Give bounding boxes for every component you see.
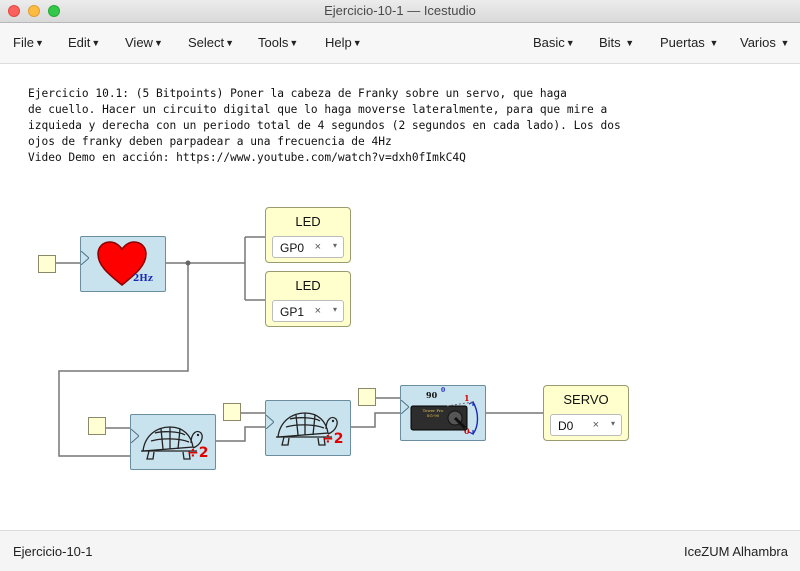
title-bar: Ejercicio-10-1 — Icestudio — [0, 0, 800, 23]
clear-icon[interactable]: × — [314, 241, 321, 253]
caret-down-icon: ▼ — [34, 38, 44, 48]
pin-select[interactable]: D0 × ▾ — [550, 414, 622, 436]
pin-select-value: D0 — [558, 419, 574, 433]
servo-chip-label: Tower Pro SG-90 — [422, 408, 444, 418]
caret-down-icon: ▼ — [153, 38, 163, 48]
info-line: Video Demo en acción: https://www.youtub… — [28, 151, 466, 164]
menu-varios[interactable]: Varios ▼ — [740, 35, 789, 50]
menu-tools-label: Tools — [258, 35, 289, 50]
caret-down-icon: ▼ — [289, 38, 299, 48]
menu-basic-label: Basic — [533, 35, 565, 50]
turtle-icon — [141, 426, 203, 460]
menu-puertas[interactable]: Puertas ▼ — [660, 35, 718, 50]
menu-help-label: Help — [325, 35, 352, 50]
menu-bits[interactable]: Bits ▼ — [599, 35, 634, 50]
chevron-down-icon[interactable]: ▾ — [332, 305, 337, 314]
chevron-down-icon[interactable]: ▾ — [332, 241, 337, 250]
servo-output-block[interactable]: SERVO D0 × ▾ — [543, 385, 629, 441]
turtle-divider-block[interactable]: ÷2 — [265, 400, 351, 456]
pin-select[interactable]: GP1 × ▾ — [272, 300, 344, 322]
clear-icon[interactable]: × — [592, 419, 599, 431]
led-output-title: LED — [295, 214, 321, 229]
menu-bits-label: Bits — [599, 35, 621, 50]
clock-port-icon — [81, 251, 89, 265]
clock-port-icon — [131, 429, 139, 443]
menu-varios-label: Varios — [740, 35, 776, 50]
chevron-down-icon[interactable]: ▾ — [610, 419, 615, 428]
menu-view-label: View — [125, 35, 153, 50]
input-port[interactable] — [88, 417, 106, 435]
menu-tools[interactable]: Tools▼ — [258, 35, 298, 50]
menu-help[interactable]: Help▼ — [325, 35, 362, 50]
info-text-block[interactable]: Ejercicio 10.1: (5 Bitpoints) Poner la c… — [28, 86, 768, 166]
divider-label: ÷2 — [187, 445, 209, 461]
window-title: Ejercicio-10-1 — Icestudio — [324, 3, 476, 18]
menu-select-label: Select — [188, 35, 225, 50]
status-bar: Ejercicio-10-1 IceZUM Alhambra — [0, 530, 800, 571]
servo-degree-label: 0 — [441, 387, 446, 394]
input-port[interactable] — [38, 255, 56, 273]
minimize-window-button[interactable] — [28, 5, 40, 17]
wire-heart-to-turtle1 — [58, 263, 189, 457]
caret-down-icon: ▼ — [709, 38, 719, 48]
input-port[interactable] — [358, 388, 376, 406]
caret-down-icon: ▼ — [780, 38, 790, 48]
info-line: Ejercicio 10.1: (5 Bitpoints) Poner la c… — [28, 87, 567, 100]
menu-edit[interactable]: Edit▼ — [68, 35, 100, 50]
divider-label: ÷2 — [322, 431, 344, 447]
caret-down-icon: ▼ — [625, 38, 635, 48]
maximize-window-button[interactable] — [48, 5, 60, 17]
menu-file-label: File — [13, 35, 34, 50]
input-port[interactable] — [223, 403, 241, 421]
pin-select[interactable]: GP0 × ▾ — [272, 236, 344, 258]
led-output-block[interactable]: LED GP1 × ▾ — [265, 271, 351, 327]
menu-bar: File▼ Edit▼ View▼ Select▼ Tools▼ Help▼ B… — [0, 23, 800, 64]
menu-select[interactable]: Select▼ — [188, 35, 234, 50]
heart-prescaler-block[interactable]: 2Hz — [80, 236, 166, 292]
close-window-button[interactable] — [8, 5, 20, 17]
clear-icon[interactable]: × — [314, 305, 321, 317]
servo-upper-label: 1 — [464, 393, 470, 403]
turtle-divider-block[interactable]: ÷2 — [130, 414, 216, 470]
wire-layer — [56, 236, 544, 457]
menu-basic[interactable]: Basic▼ — [533, 35, 575, 50]
heart-icon — [97, 241, 147, 286]
caret-down-icon: ▼ — [565, 38, 575, 48]
clock-port-icon — [266, 415, 274, 429]
led-output-block[interactable]: LED GP0 × ▾ — [265, 207, 351, 263]
caret-down-icon: ▼ — [352, 38, 362, 48]
caret-down-icon: ▼ — [225, 38, 235, 48]
wire-turtle1-to-turtle2 — [215, 426, 266, 442]
servo-lower-label: 0 — [464, 426, 470, 436]
caret-down-icon: ▼ — [91, 38, 101, 48]
info-line: ojos de franky deben parpadear a una fre… — [28, 135, 392, 148]
servo-controller-block[interactable]: 90 0 1 0 Tower Pro SG-90 — [400, 385, 486, 441]
pin-select-value: GP1 — [280, 305, 305, 319]
pin-select-value: GP0 — [280, 241, 305, 255]
servo-output-title: SERVO — [563, 392, 609, 407]
menu-file[interactable]: File▼ — [13, 35, 44, 50]
menu-view[interactable]: View▼ — [125, 35, 163, 50]
board-selector[interactable]: IceZUM Alhambra — [683, 544, 788, 559]
clock-port-icon — [401, 400, 409, 414]
info-line: de cuello. Hacer un circuito digital que… — [28, 103, 608, 116]
turtle-icon — [276, 412, 338, 446]
heart-frequency-label: 2Hz — [133, 274, 153, 284]
menu-edit-label: Edit — [68, 35, 91, 50]
info-line: izquieda y derecha con un periodo total … — [28, 119, 621, 132]
led-output-title: LED — [295, 278, 321, 293]
wire-junction — [185, 260, 191, 266]
wire-to-led1 — [244, 236, 265, 301]
wire-turtle2-to-servo — [350, 412, 401, 428]
servo-angle-label: 90 — [426, 390, 438, 400]
menu-puertas-label: Puertas — [660, 35, 705, 50]
project-name: Ejercicio-10-1 — [13, 544, 93, 559]
servo-motor-icon — [410, 401, 479, 435]
